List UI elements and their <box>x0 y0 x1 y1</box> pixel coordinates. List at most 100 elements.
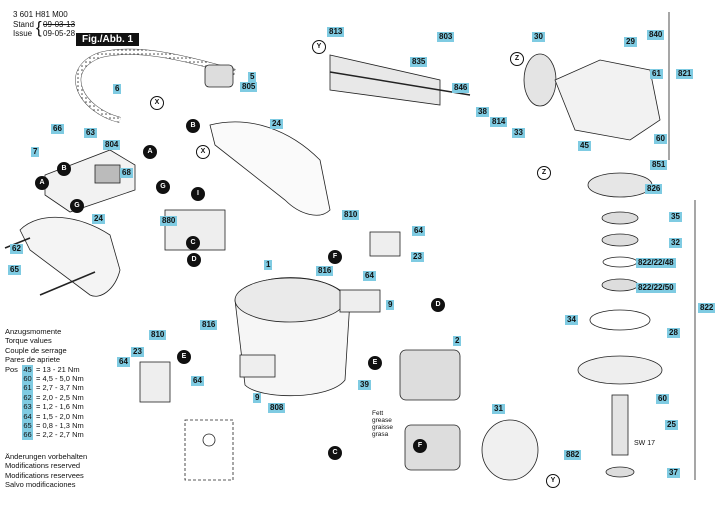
grease-label: Fett grease graisse grasa <box>372 410 393 438</box>
part-label-805: 805 <box>240 82 258 92</box>
torque-value: = 2,2 - 2,7 Nm <box>36 430 84 440</box>
part-label-62: 62 <box>10 244 23 254</box>
issue-label: Issue <box>13 29 33 38</box>
torque-pos-label <box>5 412 19 421</box>
part-label-60: 60 <box>654 134 667 144</box>
part-label-5: 5 <box>248 72 257 82</box>
callout-d: D <box>431 298 445 312</box>
torque-title-fr: Couple de serrage <box>5 345 67 355</box>
part-label-64: 64 <box>191 376 204 386</box>
part-label-7: 7 <box>31 147 40 157</box>
part-label-33: 33 <box>512 128 525 138</box>
torque-value: = 0,8 - 1,3 Nm <box>36 421 84 431</box>
torque-key: 45 <box>22 364 33 375</box>
part-label-38: 38 <box>476 107 489 117</box>
callout-g: G <box>70 199 84 213</box>
part-label-37: 37 <box>667 468 680 478</box>
bevel-gear <box>523 53 557 107</box>
part-label-64: 64 <box>117 357 130 367</box>
part-label-64: 64 <box>363 271 376 281</box>
torque-title-de: Anzugsmomente <box>5 327 62 336</box>
torque-pos-label <box>5 383 19 392</box>
torque-title-es: Pares de apriete <box>5 355 61 365</box>
stand-date: 09-03-13 <box>43 20 76 29</box>
torque-title-en: Torque values <box>5 336 52 346</box>
part-label-6: 6 <box>113 84 122 94</box>
torque-key: 60 <box>22 374 33 384</box>
part-label-846: 846 <box>452 83 470 93</box>
part-label-814: 814 <box>490 117 508 127</box>
part-label-28: 28 <box>667 328 680 338</box>
torque-row: 66= 2,2 - 2,7 Nm <box>5 430 84 440</box>
notes: Änderungen vorbehalten Modifications res… <box>5 452 87 489</box>
callout-d: D <box>187 253 201 267</box>
torque-row: 63= 1,2 - 1,6 Nm <box>5 402 84 412</box>
armature <box>329 54 441 106</box>
callout-c: C <box>186 236 200 250</box>
callout-e: E <box>177 350 191 364</box>
torque-row: 62= 2,0 - 2,5 Nm <box>5 392 84 403</box>
callout-i: I <box>191 187 205 201</box>
doc-number: 3 601 H81 M00 <box>13 10 68 19</box>
part-label-32: 32 <box>669 238 682 248</box>
note-de: Änderungen vorbehalten <box>5 452 88 461</box>
fan-cover <box>481 419 539 481</box>
part-label-804: 804 <box>103 140 121 150</box>
gear-housing <box>554 59 661 141</box>
torque-value: = 1,5 - 2,0 Nm <box>36 411 84 421</box>
plug <box>204 64 234 88</box>
torque-row: 61= 2,7 - 3,7 Nm <box>5 383 84 393</box>
callout-y: Y <box>312 40 326 54</box>
torque-value: = 1,2 - 1,6 Nm <box>36 402 84 412</box>
bearing-flange <box>577 355 663 385</box>
torque-pos-label <box>5 402 19 411</box>
part-label-882: 882 <box>564 450 582 460</box>
callout-y: Y <box>546 474 560 488</box>
torque-pos-label <box>5 393 19 402</box>
spindle-gear <box>587 172 653 198</box>
torque-pos-label <box>5 374 19 383</box>
part-label-9: 9 <box>386 300 395 310</box>
torque-row: 60= 4,5 - 5,0 Nm <box>5 374 84 384</box>
torque-pos-label: Pos <box>5 364 18 374</box>
part-label-822-22-50: 822/22/50 <box>636 283 676 293</box>
callout-g: G <box>156 180 170 194</box>
torque-value: = 4,5 - 5,0 Nm <box>36 374 84 384</box>
part-label-39: 39 <box>358 380 371 390</box>
torque-row: 65= 0,8 - 1,3 Nm <box>5 421 84 431</box>
part-label-64: 64 <box>412 226 425 236</box>
callout-x: X <box>196 145 210 159</box>
part-label-66: 66 <box>51 124 64 134</box>
field-coil-lower <box>404 424 461 471</box>
callout-e: E <box>368 356 382 370</box>
part-label-61: 61 <box>650 69 663 79</box>
part-label-65: 65 <box>8 265 21 275</box>
callout-z: Z <box>510 52 524 66</box>
part-label-2: 2 <box>453 336 462 346</box>
brush-holder <box>369 231 401 257</box>
torque-pos-label <box>5 430 19 439</box>
part-label-25: 25 <box>665 420 678 430</box>
part-label-813: 813 <box>327 27 345 37</box>
part-label-826: 826 <box>645 184 663 194</box>
figure-label: Fig./Abb. 1 <box>76 33 140 46</box>
wrench-size-label: SW 17 <box>634 440 656 447</box>
torque-key: 62 <box>22 392 33 403</box>
callout-x: X <box>150 96 164 110</box>
torque-value: = 2,0 - 2,5 Nm <box>36 392 84 402</box>
housing-half-lower <box>19 216 121 297</box>
switch-assembly <box>44 149 136 213</box>
part-label-45: 45 <box>578 141 591 151</box>
torque-key: 65 <box>22 421 33 431</box>
part-label-9: 9 <box>253 393 262 403</box>
torque-value: = 2,7 - 3,7 Nm <box>36 383 84 393</box>
part-label-23: 23 <box>131 347 144 357</box>
issue-date: 09-05-28 <box>43 29 76 38</box>
housing-half-upper <box>209 121 331 216</box>
torque-key: 61 <box>22 383 33 393</box>
part-label-35: 35 <box>669 212 682 222</box>
part-label-63: 63 <box>84 128 97 138</box>
